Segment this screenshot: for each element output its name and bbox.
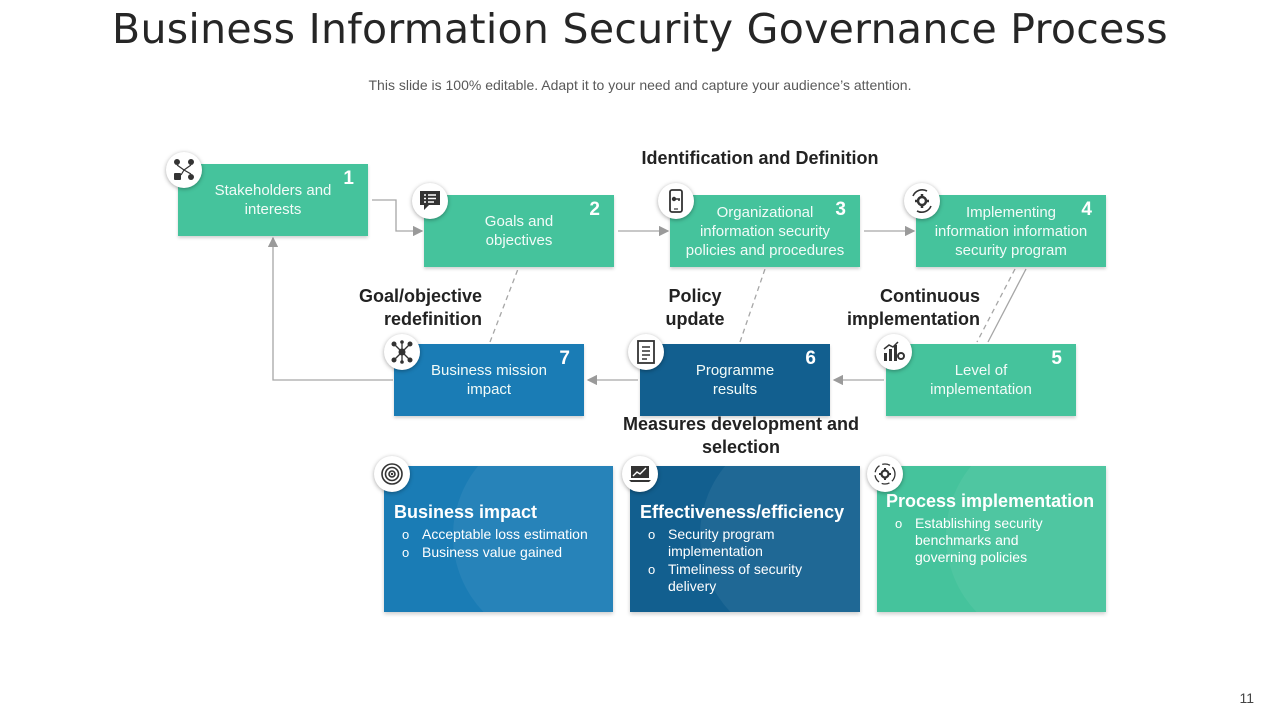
- slide-subtitle: This slide is 100% editable. Adapt it to…: [368, 77, 912, 93]
- card-business-impact: Business impact Acceptable loss estimati…: [384, 466, 613, 612]
- slide-title: Business Information Security Governance…: [112, 5, 1168, 53]
- step-4-text: Implementing information information sec…: [934, 203, 1088, 259]
- step-5-box[interactable]: Level of implementation 5: [886, 344, 1076, 416]
- mobile-security-icon: [658, 183, 694, 219]
- card-effectiveness-list: Security program implementation Timeline…: [640, 526, 850, 595]
- label-goal-redefinition-line-1: Goal/objective: [358, 286, 482, 306]
- document-icon: [628, 334, 664, 370]
- step-6-box[interactable]: Programme results 6: [640, 344, 830, 416]
- label-policy-update-line-2: update: [665, 309, 725, 329]
- step-4-box[interactable]: Implementing information information sec…: [916, 195, 1106, 267]
- network-icon: [384, 334, 420, 370]
- step-3-text: Organizational information security poli…: [685, 203, 845, 259]
- step-2-text: Goals and objectives: [484, 213, 554, 249]
- label-goal-redefinition-line-2: redefinition: [384, 309, 482, 329]
- step-6-text: Programme results: [695, 362, 775, 398]
- target-icon: [374, 456, 410, 492]
- card-process-list: Establishing security benchmarks and gov…: [887, 515, 1096, 566]
- card-process-title: Process implementation: [886, 491, 1095, 511]
- dashed-7-to-2: [489, 268, 519, 343]
- dashed-4-to-5-b: [987, 268, 1027, 343]
- arrow-7-to-1: [267, 236, 393, 381]
- card-effectiveness-efficiency: Effectiveness/efficiency Security progra…: [630, 466, 860, 612]
- label-policy-update-line-1: Policy: [668, 286, 722, 306]
- label-goal-redefinition: Goal/objective redefinition: [310, 285, 482, 331]
- list-item: Timeliness of security delivery: [648, 561, 850, 595]
- chart-gear-icon: [876, 334, 912, 370]
- step-7-number: 7: [559, 348, 570, 369]
- list-item: Establishing security benchmarks and gov…: [895, 515, 1065, 566]
- step-5-number: 5: [1051, 348, 1062, 369]
- checklist-chat-icon: [412, 183, 448, 219]
- step-3-box[interactable]: Organizational information security poli…: [670, 195, 860, 267]
- card-business-impact-title: Business impact: [394, 502, 538, 522]
- label-continuous-line-2: implementation: [846, 309, 980, 329]
- stakeholders-icon: [166, 152, 202, 188]
- arrow-1-to-2: [372, 199, 424, 237]
- label-policy-update: Policy update: [640, 285, 750, 331]
- process-cycle-icon: [867, 456, 903, 492]
- label-identification-definition: Identification and Definition: [641, 148, 879, 168]
- laptop-chart-icon: [622, 456, 658, 492]
- card-business-impact-list: Acceptable loss estimation Business valu…: [394, 526, 603, 561]
- dashed-4-to-5-a: [976, 268, 1016, 343]
- step-1-box[interactable]: Stakeholders and interests 1: [178, 164, 368, 236]
- gear-cycle-icon: [904, 183, 940, 219]
- step-3-number: 3: [835, 199, 846, 220]
- label-measures-line-1: Measures development and: [622, 414, 860, 434]
- list-item: Security program implementation: [648, 526, 850, 560]
- step-7-text: Business mission impact: [431, 362, 547, 398]
- label-continuous-implementation: Continuous implementation: [820, 285, 980, 331]
- label-measures-development: Measures development and selection: [596, 413, 886, 459]
- step-1-text: Stakeholders and interests: [214, 182, 332, 218]
- dashed-6-to-3: [739, 268, 766, 343]
- step-2-number: 2: [589, 199, 600, 220]
- step-5-text: Level of implementation: [930, 362, 1032, 398]
- step-2-box[interactable]: Goals and objectives 2: [424, 195, 614, 267]
- card-effectiveness-title: Effectiveness/efficiency: [640, 502, 845, 522]
- list-item: Business value gained: [402, 544, 603, 561]
- label-measures-line-2: selection: [701, 437, 781, 457]
- list-item: Acceptable loss estimation: [402, 526, 603, 543]
- card-process-implementation: Process implementation Establishing secu…: [877, 466, 1106, 612]
- step-4-number: 4: [1081, 199, 1092, 220]
- page-number: 11: [1239, 690, 1254, 706]
- label-continuous-line-1: Continuous: [880, 286, 980, 306]
- step-1-number: 1: [343, 168, 354, 189]
- step-7-box[interactable]: Business mission impact 7: [394, 344, 584, 416]
- step-6-number: 6: [805, 348, 816, 369]
